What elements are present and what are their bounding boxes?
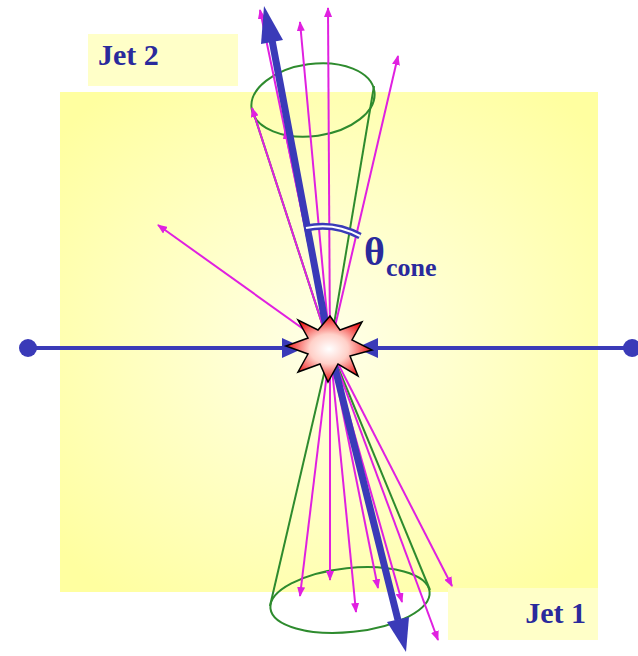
jet-label-box: Jet 2	[88, 34, 238, 86]
jet-label-box: Jet 1	[448, 588, 598, 640]
jet-label: Jet 2	[98, 38, 159, 72]
jet-label: Jet 1	[525, 596, 586, 630]
angle-subscript: cone	[386, 253, 437, 283]
angle-symbol: θ	[364, 228, 385, 275]
